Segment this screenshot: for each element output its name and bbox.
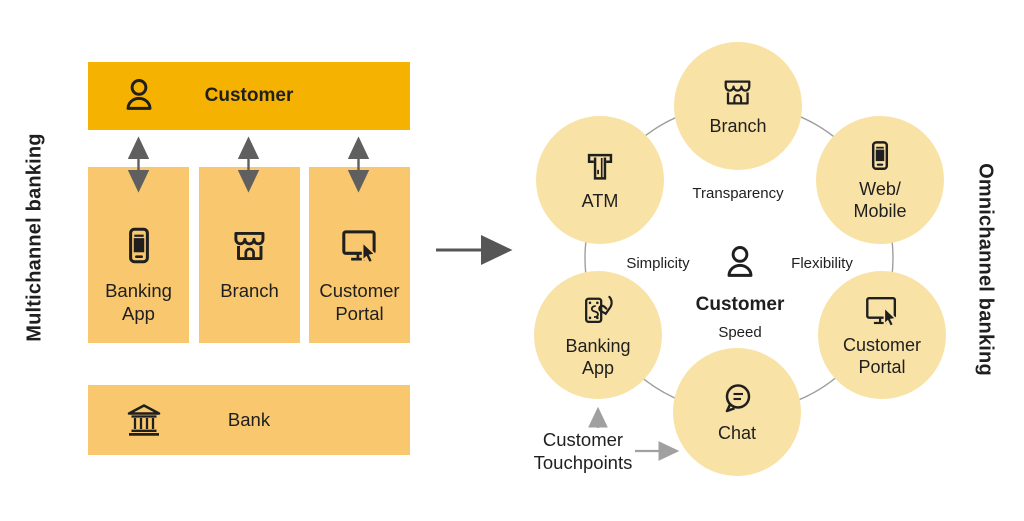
channel-box-banking-app: Banking App	[88, 167, 189, 343]
chat-bubble-icon	[725, 383, 751, 412]
multichannel-side-label: Multichannel banking	[23, 133, 46, 342]
quality-speed: Speed	[718, 324, 762, 341]
monitor-cursor-icon	[866, 296, 898, 327]
money-hand-icon	[585, 295, 613, 323]
node-label: Banking App	[565, 335, 631, 378]
channel-box-branch: Branch	[199, 167, 300, 343]
node-label: Chat	[717, 422, 757, 443]
customer-box-label: Customer	[204, 85, 294, 106]
channel-box-customer-portal: Customer Portal	[309, 167, 410, 343]
person-icon	[126, 79, 152, 110]
bank-icon	[127, 404, 161, 436]
smartphone-icon	[128, 227, 149, 264]
channel-label: Banking App	[105, 280, 172, 324]
node-label: Customer Portal	[842, 334, 922, 377]
quality-flexibility: Flexibility	[791, 255, 853, 272]
quality-simplicity: Simplicity	[626, 255, 690, 272]
atm-icon	[587, 153, 613, 180]
node-banking-app: Banking App	[534, 271, 662, 399]
storefront-icon	[724, 80, 751, 105]
touchpoints-label: Customer Touchpoints	[533, 429, 633, 473]
monitor-cursor-icon	[341, 230, 377, 264]
smartphone-icon	[871, 140, 889, 170]
node-chat: Chat	[673, 348, 801, 476]
customer-box: Customer	[88, 62, 410, 130]
node-label: Web/ Mobile	[853, 178, 907, 221]
bank-box-label: Bank	[227, 409, 271, 430]
person-icon	[727, 246, 753, 277]
node-branch: Branch	[674, 42, 802, 170]
node-label: ATM	[581, 190, 619, 211]
node-atm: ATM	[536, 116, 664, 244]
node-web-mobile: Web/ Mobile	[816, 116, 944, 244]
node-label: Branch	[709, 116, 767, 137]
bank-box: Bank	[88, 385, 410, 455]
node-customer-portal: Customer Portal	[818, 271, 946, 399]
center-customer-label: Customer	[695, 294, 785, 315]
storefront-icon	[233, 231, 264, 261]
channel-label: Branch	[220, 280, 279, 301]
quality-transparency: Transparency	[692, 185, 784, 202]
omnichannel-side-label: Omnichannel banking	[974, 163, 997, 376]
channel-label: Customer Portal	[319, 280, 400, 324]
